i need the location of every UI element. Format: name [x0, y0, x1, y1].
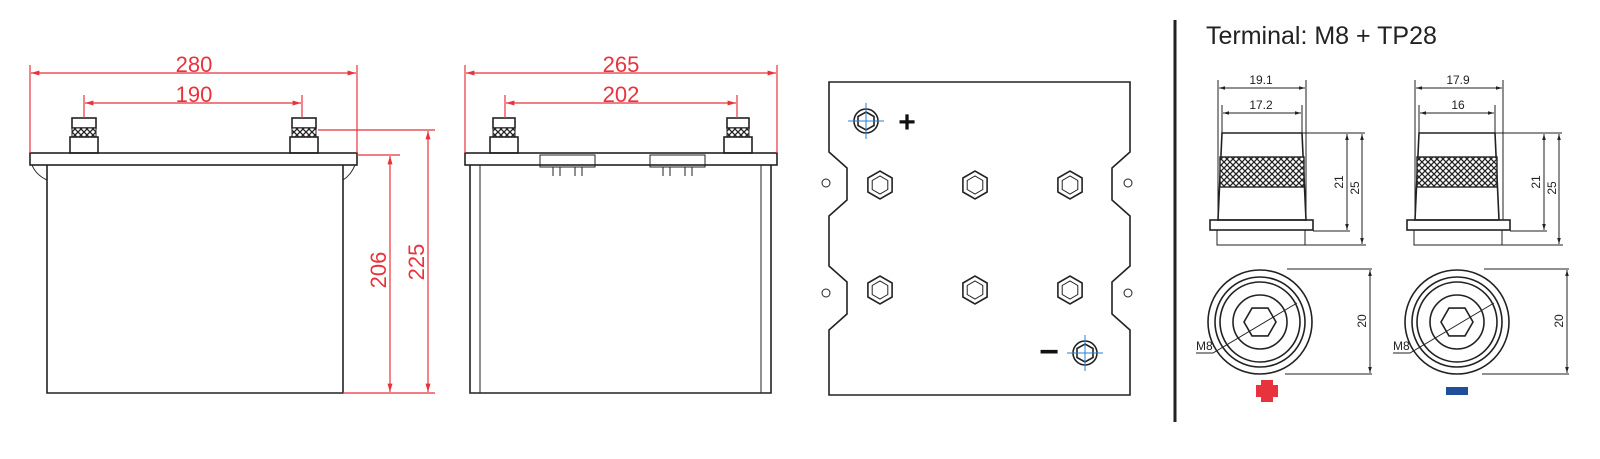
cell-post — [867, 170, 893, 200]
dim-spacing-190: 190 — [176, 82, 213, 107]
cell-post — [1057, 170, 1083, 200]
negative-polarity-icon — [1446, 387, 1468, 395]
cell-post — [1057, 275, 1083, 305]
top-terminal-negative — [1067, 335, 1103, 371]
dim-face-dia-pos: 20 — [1355, 314, 1369, 328]
negative-terminal-labels: 17.9 16 21 25 20 M8 — [1393, 73, 1566, 353]
thread-label-pos: M8 — [1196, 339, 1213, 353]
terminal-title: Terminal: M8 + TP28 — [1206, 22, 1437, 50]
front-terminal-left — [69, 117, 99, 154]
dim-outer-dia-pos: 19.1 — [1249, 73, 1273, 87]
negative-symbol: − — [1039, 333, 1059, 371]
cell-post — [962, 170, 988, 200]
dim-spacing-202: 202 — [603, 82, 640, 107]
dim-cap-height-neg: 21 — [1529, 175, 1543, 189]
front-view: 280 190 206 225 — [29, 52, 435, 394]
dim-top-dia-pos: 17.2 — [1249, 98, 1273, 112]
side-terminal-right — [723, 117, 753, 154]
positive-symbol: + — [898, 106, 916, 139]
dim-cap-height-pos: 21 — [1332, 175, 1346, 189]
dim-height-225: 225 — [404, 244, 429, 281]
dim-width-280: 280 — [176, 52, 213, 77]
dim-width-265: 265 — [603, 52, 640, 77]
top-view: + − — [821, 81, 1133, 396]
dim-outer-dia-neg: 17.9 — [1446, 73, 1470, 87]
thread-label-neg: M8 — [1393, 339, 1410, 353]
top-terminal-positive — [848, 103, 884, 139]
positive-terminal-labels: 19.1 17.2 21 25 20 M8 — [1196, 73, 1369, 353]
negative-terminal-detail — [1393, 80, 1569, 375]
dim-top-dia-neg: 16 — [1451, 98, 1465, 112]
dim-total-height-pos: 25 — [1348, 181, 1362, 195]
positive-polarity-icon — [1256, 380, 1278, 402]
dim-height-206: 206 — [366, 252, 391, 289]
cell-post — [867, 275, 893, 305]
positive-terminal-detail — [1196, 80, 1372, 375]
side-view: 265 202 — [464, 52, 778, 394]
dim-total-height-neg: 25 — [1545, 181, 1559, 195]
cell-post — [962, 275, 988, 305]
front-terminal-right — [289, 117, 319, 154]
dim-face-dia-neg: 20 — [1552, 314, 1566, 328]
side-terminal-left — [489, 117, 519, 154]
